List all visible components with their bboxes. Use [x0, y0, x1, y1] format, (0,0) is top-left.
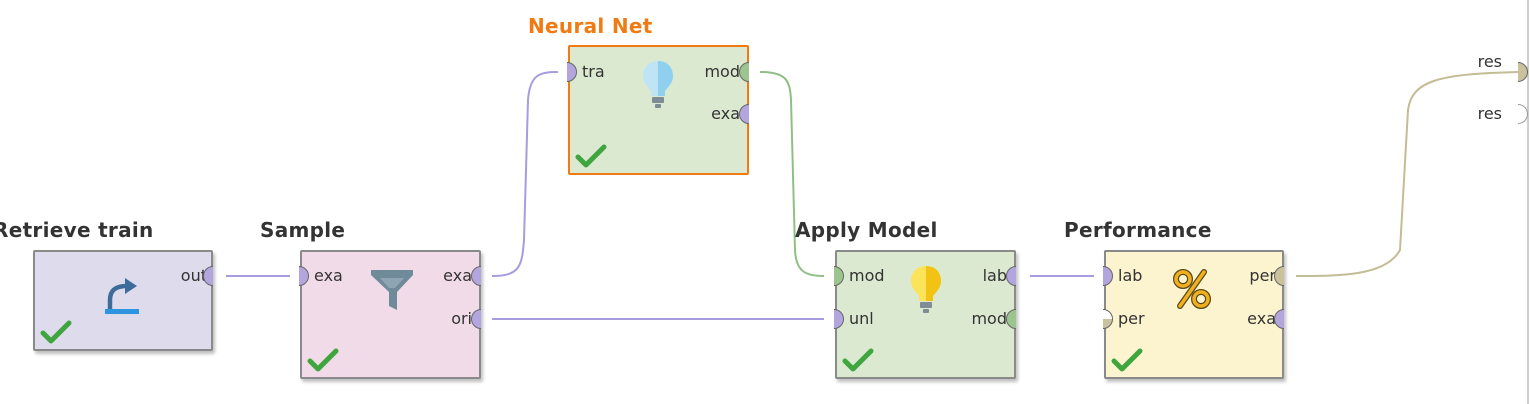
- operator-title: Performance: [1064, 218, 1212, 242]
- port-label-out-exa: exa: [1247, 309, 1276, 328]
- check-icon: [1111, 348, 1143, 372]
- operator-title: Apply Model: [795, 218, 938, 242]
- port-label-out-mod: mod: [704, 62, 740, 81]
- process-right-edge: [1527, 0, 1529, 404]
- operator-body[interactable]: [835, 250, 1016, 379]
- port-label-out-mod: mod: [971, 309, 1007, 328]
- port-label-in-mod: mod: [849, 266, 885, 285]
- port-label-out-exa: exa: [711, 104, 740, 123]
- port-label-in-unl: unl: [849, 309, 874, 328]
- port-label-out-lab: lab: [982, 266, 1007, 285]
- check-icon: [575, 144, 607, 168]
- check-icon: [40, 320, 72, 344]
- check-icon: [842, 348, 874, 372]
- filter-funnel-icon: [371, 270, 413, 310]
- operator-title: Neural Net: [528, 14, 653, 38]
- percent-icon: [1173, 269, 1211, 309]
- wire-sample-exa-to-neural-tra[interactable]: [491, 71, 559, 277]
- port-label-in-lab: lab: [1118, 266, 1143, 285]
- port-label-out: out: [180, 266, 207, 285]
- wire-neural-mod-to-apply-mod[interactable]: [759, 71, 825, 277]
- check-icon: [307, 348, 339, 372]
- port-label-in-per: per: [1118, 309, 1145, 328]
- operator-body[interactable]: [568, 45, 749, 175]
- operator-body[interactable]: [33, 250, 213, 351]
- operator-body[interactable]: [300, 250, 481, 379]
- operator-title: Sample: [260, 218, 346, 242]
- lightbulb-icon: [911, 266, 941, 313]
- port-label-out-per: per: [1249, 266, 1276, 285]
- port-label-out-exa: exa: [443, 266, 472, 285]
- wire-performance-per-to-result[interactable]: [1295, 71, 1519, 277]
- lightbulb-icon: [643, 61, 673, 108]
- retrieve-arrow-icon: [105, 278, 139, 314]
- port-label-in-exa: exa: [314, 266, 343, 285]
- port-label-in-tra: tra: [582, 62, 605, 81]
- port-label-out-ori: ori: [451, 309, 472, 328]
- operator-body[interactable]: [1104, 250, 1284, 379]
- result-port-label-2: res: [1477, 104, 1502, 123]
- result-port-label-1: res: [1477, 52, 1502, 71]
- operator-title: Retrieve train: [0, 218, 154, 242]
